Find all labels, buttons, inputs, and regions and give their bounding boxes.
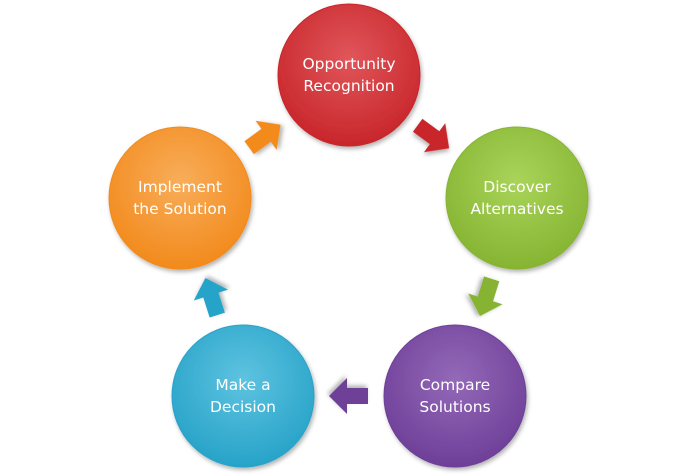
node-label-compare-solutions-line-2: Solutions [419,398,490,416]
node-circle-compare-solutions [383,324,527,468]
arrow-make-a-decision-to-implement-the-solution [193,277,229,318]
node-label-make-a-decision-line-1: Make a [215,376,270,394]
arrow-implement-the-solution-to-opportunity-recognition [244,120,281,155]
node-implement-the-solution: Implement the Solution [108,126,252,270]
arrow-opportunity-recognition-to-discover-alternatives [412,118,450,153]
node-label-implement-the-solution-line-2: the Solution [133,200,227,218]
arrow-compare-solutions-to-make-a-decision [329,378,368,414]
node-circle-implement-the-solution [108,126,252,270]
node-label-opportunity-recognition-line-1: Opportunity [302,55,395,73]
node-label-discover-alternatives-line-1: Discover [483,178,551,196]
node-circle-make-a-decision [171,324,315,468]
node-label-implement-the-solution-line-1: Implement [138,178,222,196]
node-label-opportunity-recognition-line-2: Recognition [303,77,394,95]
node-label-discover-alternatives-line-2: Alternatives [470,200,563,218]
node-label-make-a-decision-line-2: Decision [210,398,276,416]
arrow-discover-alternatives-to-compare-solutions [468,276,503,317]
node-circle-opportunity-recognition [277,3,421,147]
arrows-layer [193,118,503,414]
node-circle-discover-alternatives [445,126,589,270]
node-make-a-decision: Make a Decision [171,324,315,468]
node-label-compare-solutions-line-1: Compare [420,376,490,394]
nodes-layer: OpportunityRecognitionDiscoverAlternativ… [108,3,589,468]
